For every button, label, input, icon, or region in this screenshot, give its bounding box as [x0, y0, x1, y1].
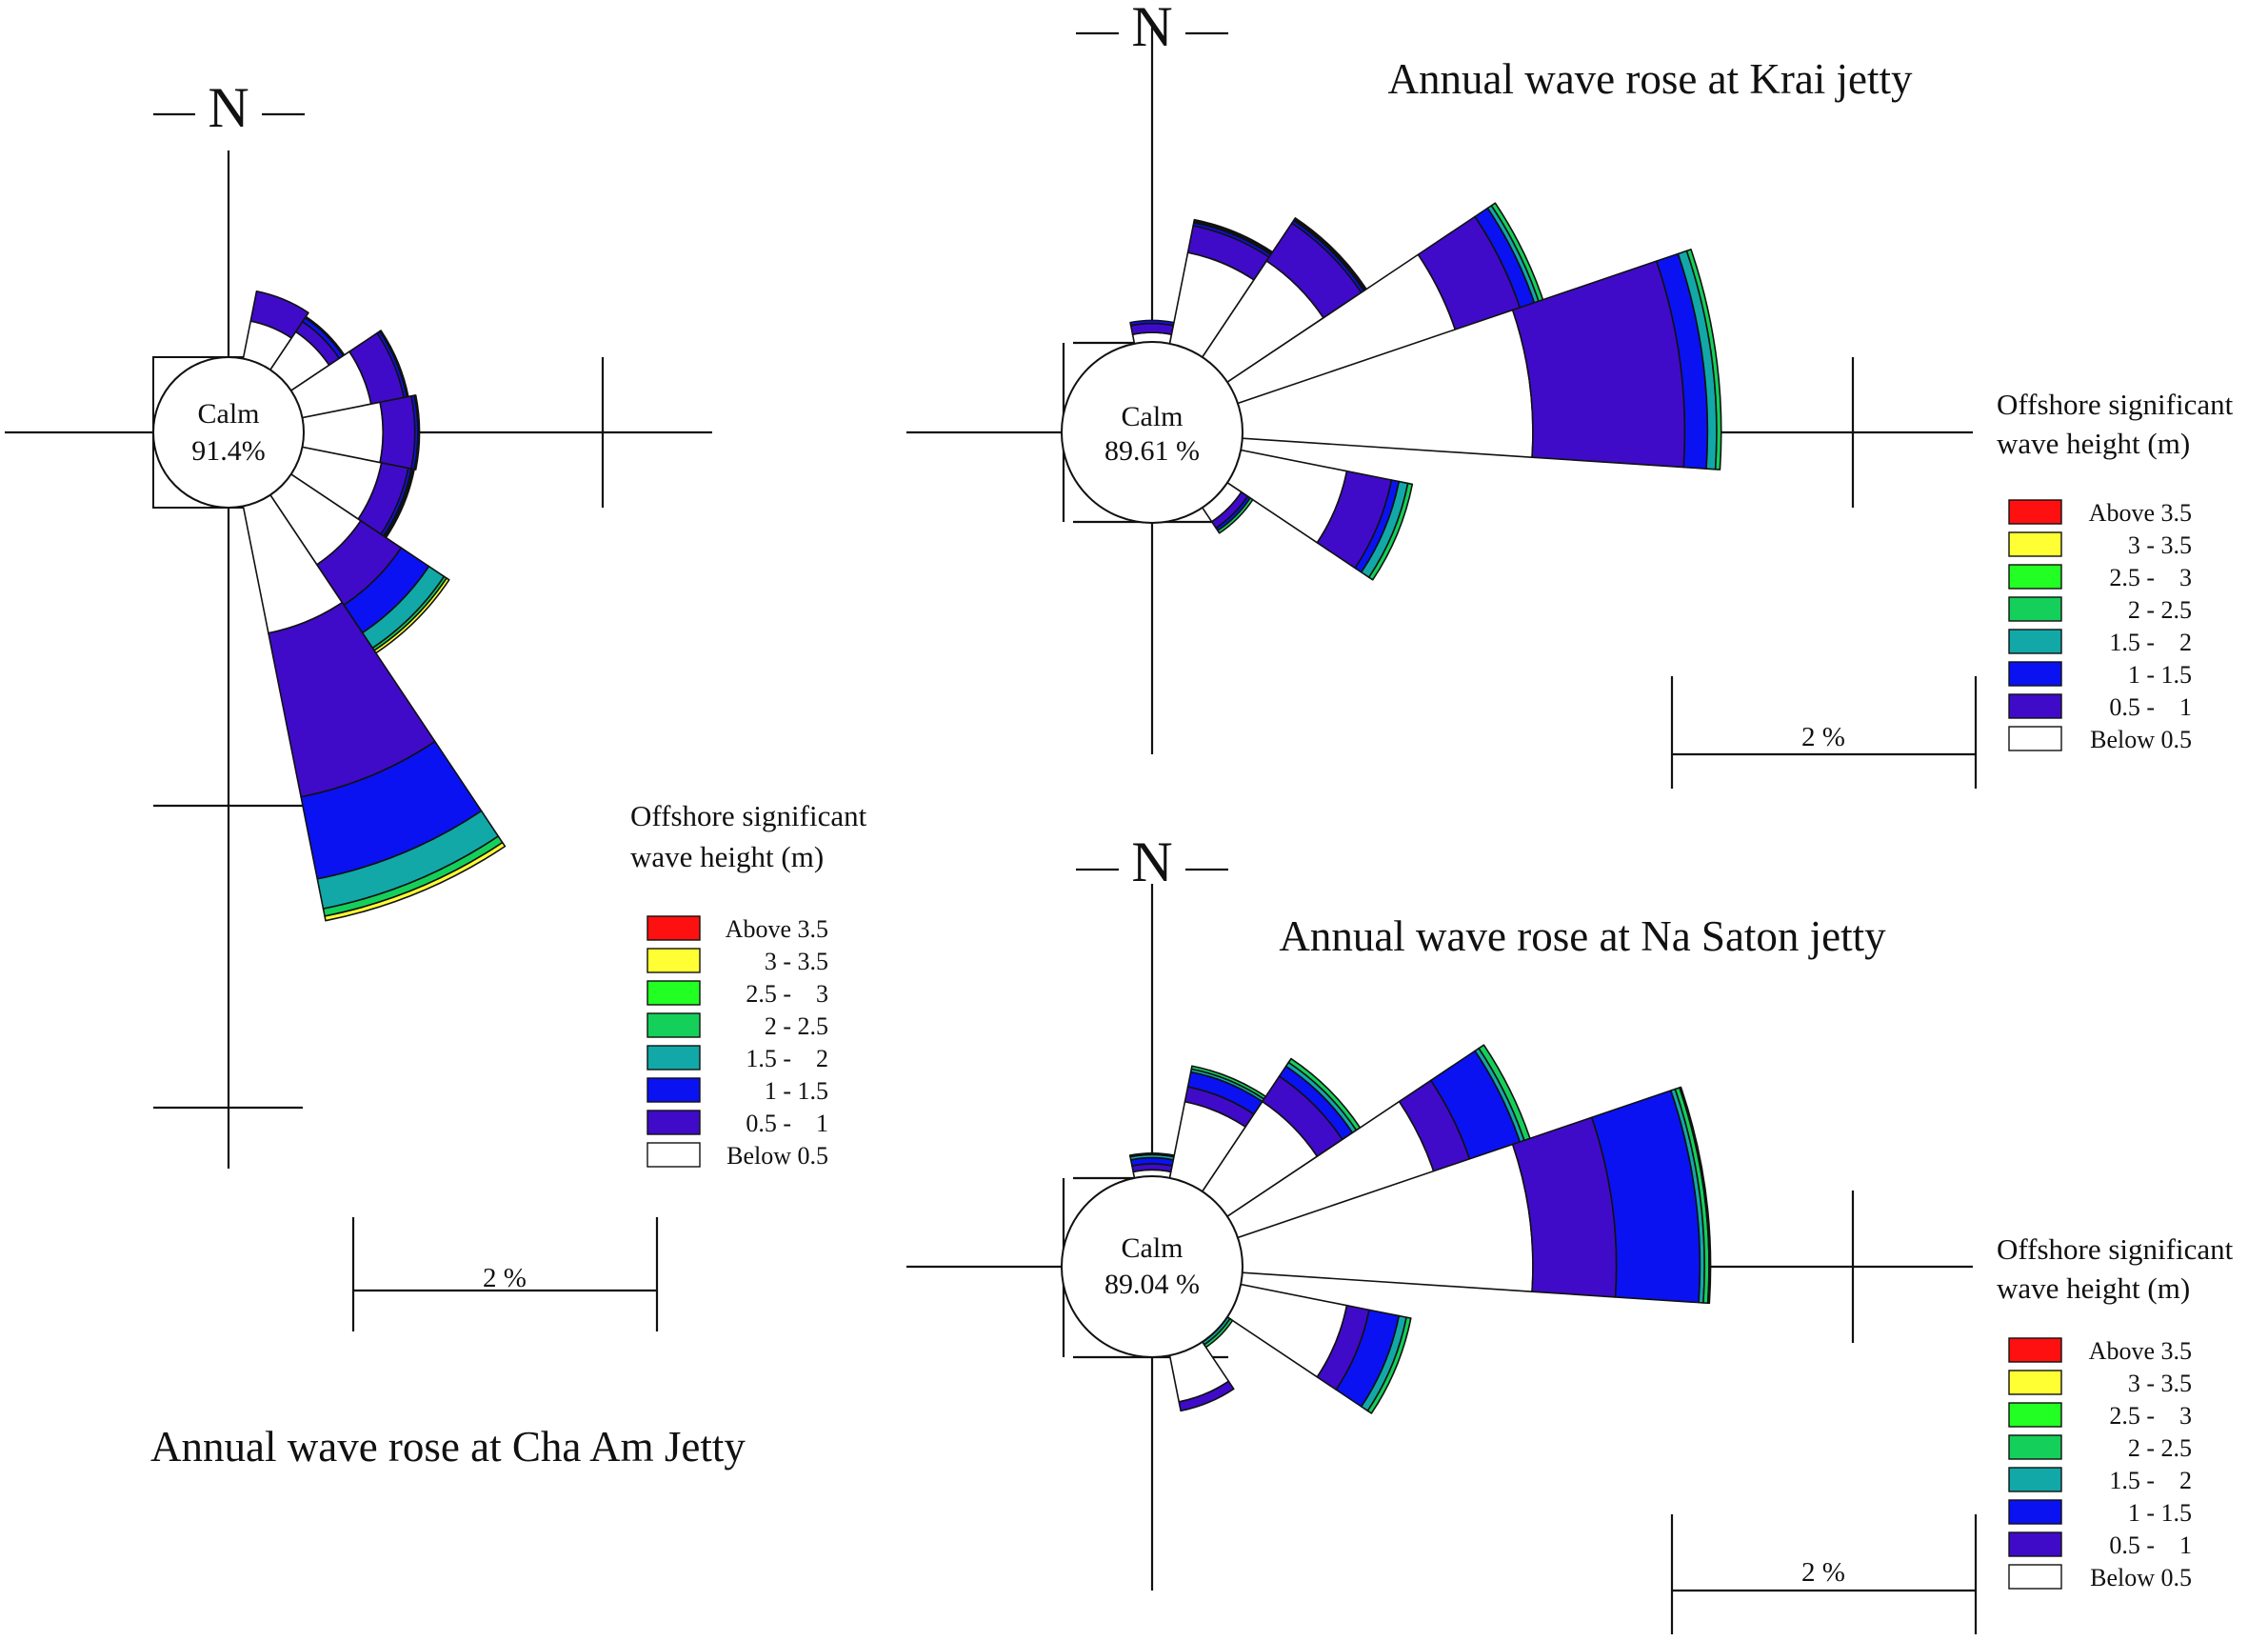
scale-label: 2 % — [1801, 1557, 1845, 1588]
legend-swatch-2-5-to-3 — [2008, 1402, 2062, 1428]
legend-swatch-0-5-to-1 — [2008, 1531, 2062, 1557]
legend-label-1-5-to-2: 1.5 - 2 — [2109, 629, 2192, 656]
legend-swatch-3-to-3-5 — [2008, 531, 2062, 557]
legend-label-3-to-3-5: 3 - 3.5 — [2128, 1370, 2192, 1397]
legend-title-line1: Offshore significant — [630, 799, 867, 832]
wave-height-legend: Above 3.5 3 - 3.5 2.5 - 3 2 - 2.5 1.5 - 2 1 -… — [2008, 499, 2192, 753]
rose-sectors — [236, 290, 507, 922]
legend-swatch-1-to-1-5 — [2008, 661, 2062, 687]
sector-82.5-deg-2-to-2-5 — [1685, 249, 1722, 470]
legend-label-below-0-5: Below 0.5 — [2090, 726, 2192, 753]
calm-circle — [1061, 341, 1243, 524]
legend-swatch-3-to-3-5 — [2008, 1370, 2062, 1395]
legend-swatch-2-to-2-5 — [647, 1012, 701, 1038]
legend-swatch-2-5-to-3 — [647, 980, 701, 1006]
legend-label-0-5-to-1: 0.5 - 1 — [746, 1110, 828, 1137]
chart-title: Annual wave rose at Cha Am Jetty — [150, 1423, 746, 1471]
legend-label-3-to-3-5: 3 - 3.5 — [2128, 531, 2192, 559]
legend-label-below-0-5: Below 0.5 — [2090, 1564, 2192, 1591]
chart-title: Annual wave rose at Krai jetty — [1387, 55, 1913, 103]
legend-label-1-5-to-2: 1.5 - 2 — [746, 1045, 828, 1072]
legend-label-2-to-2-5: 2 - 2.5 — [2128, 1434, 2192, 1462]
sector-90-deg-0-5-to-1 — [379, 395, 416, 470]
calm-value: 91.4% — [191, 435, 266, 467]
legend-swatch-above-3-5 — [647, 915, 701, 941]
sector-112.5-deg-2-to-2-5 — [1366, 1316, 1412, 1414]
legend-title-line2: wave height (m) — [1997, 427, 2190, 460]
sector-90-deg-1-5-to-2 — [413, 394, 421, 470]
rose-sectors — [1129, 202, 1722, 581]
legend-label-0-5-to-1: 0.5 - 1 — [2109, 1531, 2192, 1559]
rose-panel-na-saton: N Calm 89.04 % Annual wave rose at Na Sa… — [906, 831, 2234, 1634]
legend-label-1-to-1-5: 1 - 1.5 — [2128, 661, 2192, 689]
legend-swatch-below-0-5 — [2008, 726, 2062, 751]
legend-title-line2: wave height (m) — [1997, 1271, 2190, 1305]
legend-swatch-1-5-to-2 — [647, 1045, 701, 1071]
legend-swatch-0-5-to-1 — [2008, 693, 2062, 719]
sector-22.5-deg-0-5-to-1 — [249, 290, 309, 339]
calm-label: Calm — [1122, 1232, 1184, 1264]
legend-title-line1: Offshore significant — [1997, 388, 2234, 421]
legend-swatch-above-3-5 — [2008, 1337, 2062, 1363]
legend-label-above-3-5: Above 3.5 — [2089, 499, 2192, 527]
sector-135-deg-2-to-2-5 — [1217, 497, 1254, 534]
legend-label-above-3-5: Above 3.5 — [726, 915, 828, 943]
legend-label-2-to-2-5: 2 - 2.5 — [765, 1012, 828, 1040]
sector-157.5-deg-3-to-3-5 — [324, 841, 507, 922]
legend-swatch-3-to-3-5 — [647, 948, 701, 973]
legend-swatch-2-to-2-5 — [2008, 596, 2062, 622]
scale-label: 2 % — [483, 1263, 527, 1293]
legend-label-2-5-to-3: 2.5 - 3 — [2109, 1402, 2192, 1430]
legend-swatch-2-5-to-3 — [2008, 564, 2062, 590]
legend-swatch-0-5-to-1 — [647, 1110, 701, 1135]
north-label: N — [1131, 0, 1172, 58]
calm-label: Calm — [1122, 401, 1184, 432]
legend-swatch-below-0-5 — [647, 1142, 701, 1168]
legend-label-2-5-to-3: 2.5 - 3 — [2109, 564, 2192, 591]
sector-82.5-deg-3-to-3-5 — [1679, 1086, 1712, 1305]
north-label: N — [1131, 831, 1172, 893]
legend-label-1-to-1-5: 1 - 1.5 — [765, 1077, 828, 1105]
legend-title-line1: Offshore significant — [1997, 1232, 2234, 1266]
legend-label-below-0-5: Below 0.5 — [726, 1142, 828, 1170]
legend-swatch-2-to-2-5 — [2008, 1434, 2062, 1460]
legend-label-0-5-to-1: 0.5 - 1 — [2109, 693, 2192, 721]
calm-circle — [1061, 1175, 1243, 1358]
north-label: N — [208, 76, 249, 139]
chart-title: Annual wave rose at Na Saton jetty — [1279, 912, 1886, 960]
scale-label: 2 % — [1801, 722, 1845, 752]
legend-swatch-1-5-to-2 — [2008, 1467, 2062, 1492]
legend-swatch-1-to-1-5 — [2008, 1499, 2062, 1525]
legend-label-2-5-to-3: 2.5 - 3 — [746, 980, 828, 1008]
wave-height-legend: Above 3.5 3 - 3.5 2.5 - 3 2 - 2.5 1.5 - 2 1 -… — [2008, 1337, 2192, 1591]
legend-label-above-3-5: Above 3.5 — [2089, 1337, 2192, 1365]
wave-height-legend: Above 3.5 3 - 3.5 2.5 - 3 2 - 2.5 1.5 - 2 1 -… — [647, 915, 828, 1170]
legend-swatch-above-3-5 — [2008, 499, 2062, 525]
legend-label-3-to-3-5: 3 - 3.5 — [765, 948, 828, 975]
calm-label: Calm — [198, 398, 260, 430]
sector-157.5-deg-0-5-to-1 — [1178, 1380, 1235, 1412]
legend-swatch-1-5-to-2 — [2008, 629, 2062, 654]
calm-value: 89.04 % — [1104, 1269, 1200, 1300]
rose-panel-cha-am: N Calm 91.4% Offshore significant wave h… — [5, 76, 867, 1471]
legend-label-2-to-2-5: 2 - 2.5 — [2128, 596, 2192, 624]
calm-circle — [152, 356, 305, 509]
legend-label-1-5-to-2: 1.5 - 2 — [2109, 1467, 2192, 1494]
calm-value: 89.61 % — [1104, 435, 1200, 467]
legend-label-1-to-1-5: 1 - 1.5 — [2128, 1499, 2192, 1527]
legend-title-line2: wave height (m) — [630, 840, 824, 873]
rose-panel-krai: N Calm 89.61 % Annual wave rose at Krai … — [906, 0, 2234, 789]
legend-swatch-1-to-1-5 — [647, 1077, 701, 1103]
legend-swatch-below-0-5 — [2008, 1564, 2062, 1590]
sector-112.5-deg-2-to-2-5 — [1367, 482, 1414, 581]
